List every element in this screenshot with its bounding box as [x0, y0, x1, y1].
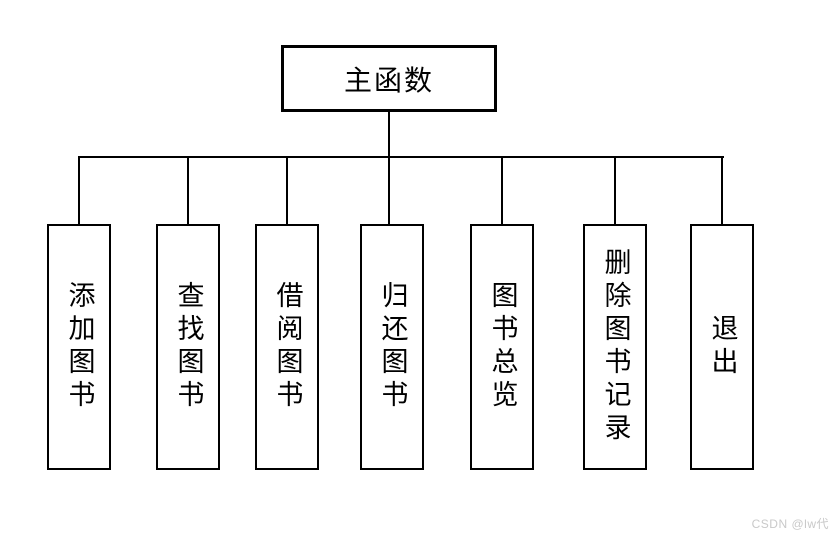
- node-add-book: 添加图书: [47, 224, 111, 470]
- node-add-book-label: 添加图书: [64, 281, 95, 413]
- node-delete-book-record-label: 删除图书记录: [600, 248, 631, 446]
- connector-drop-book-overview: [501, 157, 503, 225]
- node-delete-book-record: 删除图书记录: [583, 224, 647, 470]
- node-exit-label: 退出: [707, 314, 738, 380]
- connector-horizontal-bus: [78, 156, 724, 158]
- root-node-label: 主函数: [343, 64, 434, 96]
- node-borrow-book-label: 借阅图书: [272, 281, 303, 413]
- connector-root-stem: [388, 111, 390, 157]
- connector-drop-find-book: [187, 157, 189, 225]
- connector-drop-add-book: [78, 157, 80, 225]
- root-node-main-function: 主函数: [281, 45, 497, 112]
- node-book-overview-label: 图书总览: [487, 281, 518, 413]
- node-borrow-book: 借阅图书: [255, 224, 319, 470]
- node-find-book: 查找图书: [156, 224, 220, 470]
- watermark: CSDN @lw代: [751, 517, 829, 531]
- node-find-book-label: 查找图书: [173, 281, 204, 413]
- connector-drop-return-book: [388, 157, 390, 225]
- node-return-book: 归还图书: [360, 224, 424, 470]
- node-return-book-label: 归还图书: [377, 281, 408, 413]
- connector-drop-exit: [721, 157, 723, 225]
- connector-drop-borrow-book: [286, 157, 288, 225]
- node-exit: 退出: [690, 224, 754, 470]
- connector-drop-delete-book-record: [614, 157, 616, 225]
- node-book-overview: 图书总览: [470, 224, 534, 470]
